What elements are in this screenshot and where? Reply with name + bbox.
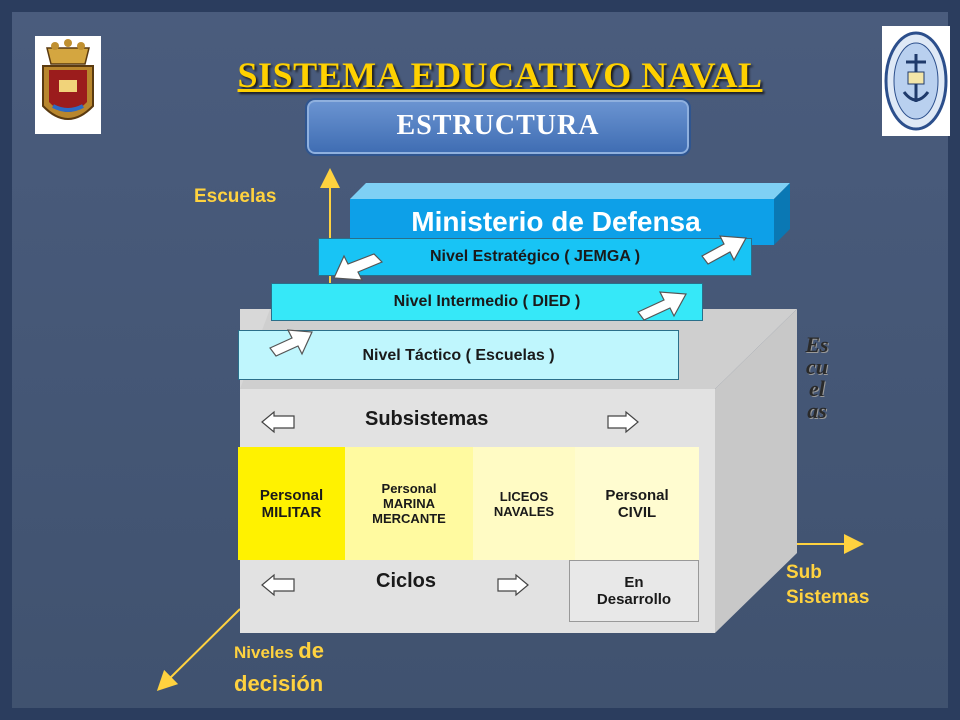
level-intermediate: Nivel Intermedio ( DIED ) — [271, 283, 703, 321]
cell-military-line1: Personal — [259, 486, 324, 504]
decision-levels-axis-label: Niveles de decisión — [234, 636, 324, 699]
decision-levels-axis-arrow — [156, 608, 241, 692]
arrow-intermediate-to-strategic — [637, 291, 687, 321]
cell-merchant-line1: Personal — [381, 481, 437, 496]
cell-lyceums-line1: LICEOS — [499, 488, 549, 504]
cell-civil-line1: Personal — [605, 486, 669, 504]
schools-axis-label: Escuelas — [194, 186, 277, 207]
decision-levels-label-part3: decisión — [234, 671, 324, 696]
arrow-strategic-to-ministry — [701, 235, 747, 265]
decision-levels-label-part2: de — [298, 638, 324, 663]
cell-development-line2: Desarrollo — [596, 591, 672, 608]
right-emblem-logo — [882, 26, 950, 136]
cell-civil-line2: CIVIL — [617, 503, 657, 521]
subsystems-left-arrow — [261, 410, 295, 434]
cell-lyceums-line2: NAVALES — [493, 503, 555, 519]
ministry-3d-bar — [350, 183, 790, 245]
cell-merchant-line3: MERCANTE — [372, 511, 446, 526]
structure-banner: ESTRUCTURA — [305, 98, 691, 156]
schools-vertical-label: Escuelas — [805, 332, 829, 423]
subsystems-axis-label: Sub Sistemas — [786, 560, 869, 610]
cell-military-line2: MILITAR — [261, 503, 322, 521]
level-flow-arrows — [261, 235, 747, 597]
arrow-tactical-to-intermediate — [269, 329, 313, 357]
cell-development-line1: En — [624, 574, 644, 591]
subsystems-axis-label-line2: Sistemas — [786, 587, 870, 608]
subsystems-label: Subsistemas — [365, 408, 489, 430]
page-title: SISTEMA EDUCATIVO NAVAL — [237, 55, 763, 95]
subsystems-right-arrow — [607, 410, 639, 434]
level-tactical: Nivel Táctico ( Escuelas ) — [238, 330, 679, 380]
cycles-label: Ciclos — [376, 570, 437, 592]
decision-levels-label-part1: Niveles — [234, 643, 299, 662]
arrow-strategic-to-intermediate — [333, 253, 384, 281]
cycles-left-arrow — [261, 573, 295, 597]
level-strategic: Nivel Estratégico ( JEMGA ) — [318, 238, 752, 276]
cell-merchant-line2: MARINA — [382, 496, 435, 511]
left-emblem-logo — [35, 36, 101, 134]
ministry-label: Ministerio de Defensa — [411, 206, 701, 237]
cycles-right-arrow — [497, 573, 529, 597]
subsystems-axis-label-line1: Sub — [786, 562, 822, 583]
